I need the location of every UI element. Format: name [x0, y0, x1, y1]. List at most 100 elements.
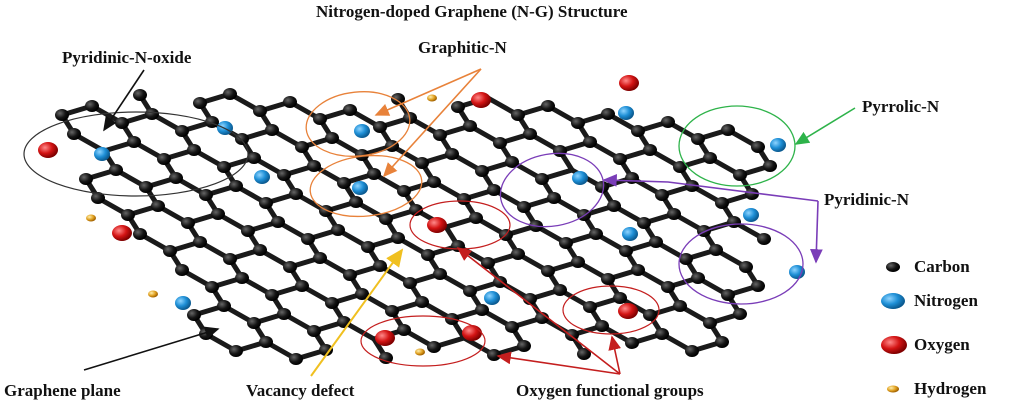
carbon-atom	[175, 125, 189, 137]
carbon-atom	[391, 93, 405, 105]
carbon-atom	[91, 192, 105, 204]
oxygen-atom	[618, 303, 638, 319]
carbon-atom	[391, 232, 405, 244]
carbon-atom	[487, 349, 501, 361]
carbon-atom	[379, 213, 393, 225]
carbon-atom	[253, 105, 267, 117]
carbon-atom	[217, 161, 231, 173]
carbon-atom	[607, 200, 621, 212]
carbon-atom	[229, 180, 243, 192]
carbon-atom	[661, 116, 675, 128]
legend-label-nitrogen: Nitrogen	[914, 291, 978, 310]
carbon-atom	[559, 237, 573, 249]
carbon-atom	[511, 109, 525, 121]
carbon-atom	[595, 320, 609, 332]
carbon-atom	[625, 172, 639, 184]
carbon-atom	[583, 301, 597, 313]
carbon-atom	[691, 133, 705, 145]
carbon-atom	[307, 325, 321, 337]
carbon-atom	[235, 272, 249, 284]
carbon-atom	[289, 353, 303, 365]
carbon-atom	[523, 128, 537, 140]
carbon-atom	[517, 340, 531, 352]
carbon-atom	[283, 96, 297, 108]
carbon-atom	[451, 101, 465, 113]
carbon-atom	[229, 345, 243, 357]
carbon-atom	[751, 141, 765, 153]
carbon-atom	[277, 308, 291, 320]
carbon-atom	[517, 201, 531, 213]
carbon-atom	[193, 97, 207, 109]
carbon-atom	[613, 153, 627, 165]
carbon-atom	[511, 248, 525, 260]
carbon-atom	[463, 285, 477, 297]
carbon-atom	[481, 257, 495, 269]
nitrogen-atom	[618, 106, 634, 120]
carbon-atom	[85, 100, 99, 112]
oxygen-atom	[619, 75, 639, 91]
carbon-atom	[601, 273, 615, 285]
carbon-atom	[541, 100, 555, 112]
carbon-atom	[169, 172, 183, 184]
carbon-atom	[493, 137, 507, 149]
pyridinic-n-arrow-1	[602, 174, 819, 202]
nitrogen-atom	[254, 170, 270, 184]
carbon-atom	[55, 109, 69, 121]
carbon-atom	[505, 156, 519, 168]
carbon-atom	[469, 212, 483, 224]
carbon-atom	[673, 161, 687, 173]
carbon-atom	[109, 164, 123, 176]
oxygen-atom	[427, 217, 447, 233]
carbon-atom	[457, 193, 471, 205]
legend-item-oxygen: Oxygen	[878, 330, 970, 360]
carbon-atom	[199, 189, 213, 201]
carbon-atom	[709, 244, 723, 256]
legend-label-oxygen: Oxygen	[914, 335, 970, 354]
carbon-atom	[763, 160, 777, 172]
carbon-atom	[403, 277, 417, 289]
carbon-atom	[409, 204, 423, 216]
carbon-atom	[361, 241, 375, 253]
nitrogen-atom	[354, 124, 370, 138]
carbon-atom	[541, 265, 555, 277]
carbon-atom	[295, 280, 309, 292]
label-oxygen-functional-groups: Oxygen functional groups	[516, 381, 704, 400]
carbon-atom	[379, 352, 393, 364]
oxygen-atom	[462, 325, 482, 341]
carbon-atom-icon	[886, 262, 900, 272]
carbon-atom	[283, 261, 297, 273]
pyridinic-n-oxide-arrow	[103, 69, 145, 132]
carbon-atom	[265, 289, 279, 301]
carbon-atom	[367, 168, 381, 180]
graphene-plane-arrow	[83, 326, 220, 371]
carbon-atom	[337, 177, 351, 189]
hydrogen-atom	[148, 290, 158, 298]
carbon-atom	[565, 329, 579, 341]
carbon-atom	[343, 104, 357, 116]
carbon-atom	[427, 176, 441, 188]
carbon-atom	[601, 108, 615, 120]
carbon-atom	[619, 245, 633, 257]
carbon-atom	[115, 117, 129, 129]
carbon-atom	[325, 132, 339, 144]
carbon-atom	[553, 145, 567, 157]
carbon-atom	[271, 216, 285, 228]
carbon-atom	[685, 180, 699, 192]
carbon-atom	[547, 192, 561, 204]
oxygen-group-arrow-1	[456, 247, 621, 375]
carbon-atom	[721, 124, 735, 136]
carbon-atom	[451, 240, 465, 252]
carbon-atom	[685, 345, 699, 357]
carbon-atom	[715, 336, 729, 348]
nitrogen-atom	[770, 138, 786, 152]
atoms-layer	[38, 75, 805, 365]
pyrrolic-n-arrow	[794, 107, 856, 145]
carbon-atom	[631, 125, 645, 137]
label-graphitic-n: Graphitic-N	[418, 38, 507, 57]
carbon-atom	[487, 184, 501, 196]
carbon-atom	[631, 264, 645, 276]
carbon-atom	[373, 121, 387, 133]
carbon-atom	[313, 252, 327, 264]
carbon-atom	[187, 309, 201, 321]
